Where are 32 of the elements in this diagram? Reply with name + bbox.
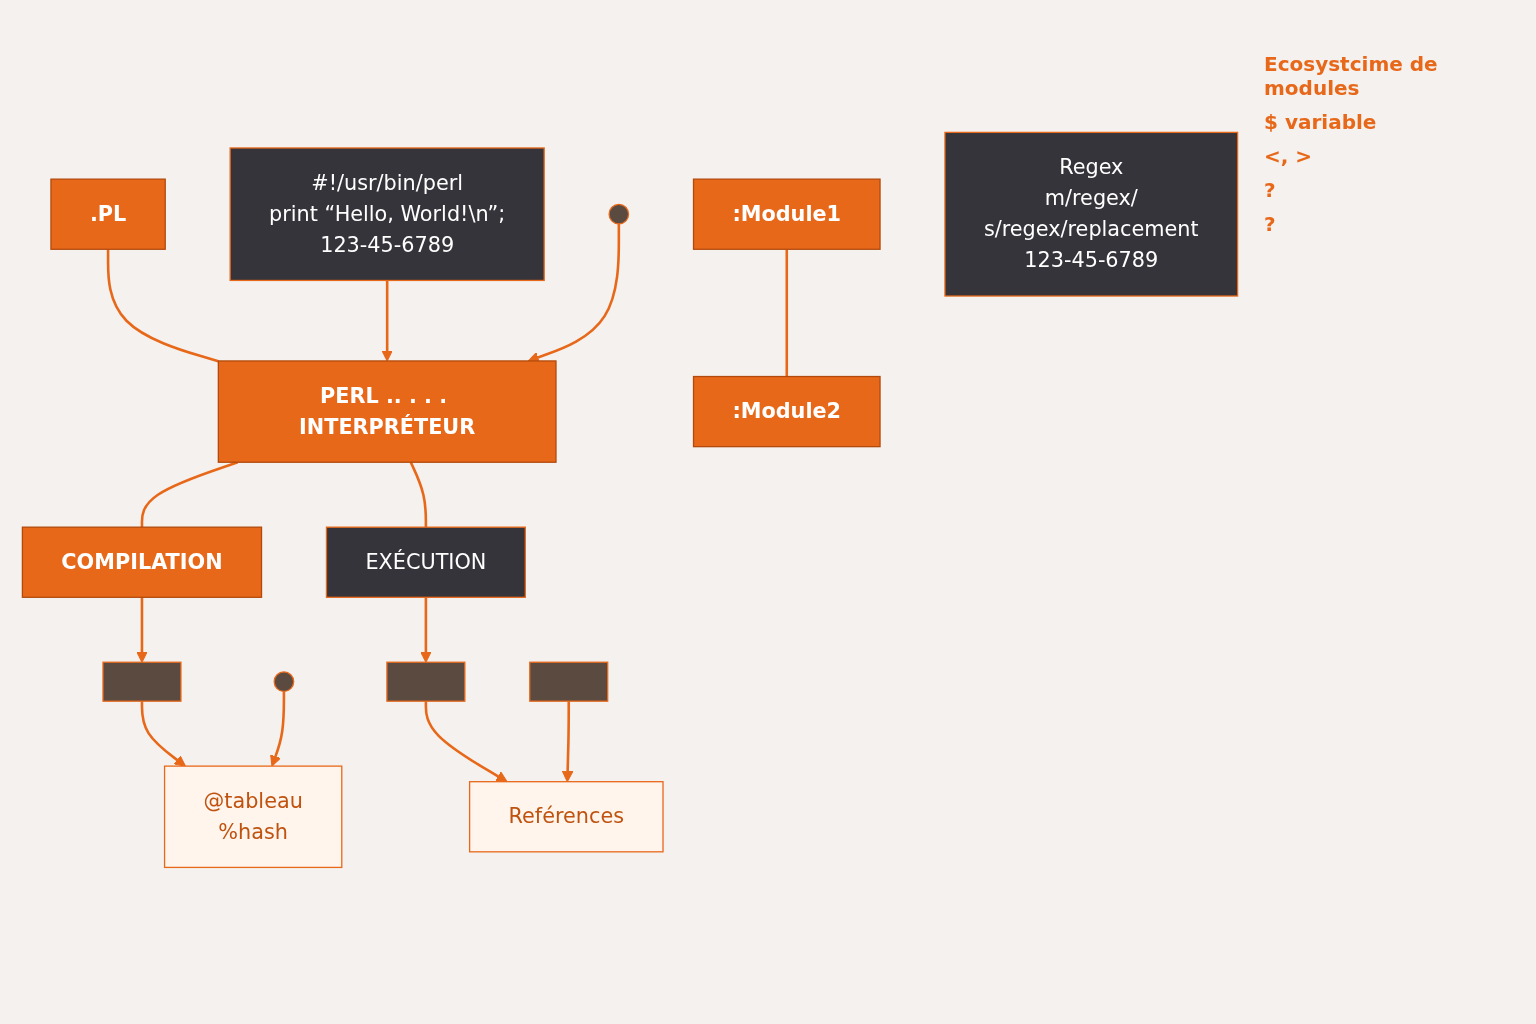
connector <box>785 249 789 377</box>
node-box <box>386 661 466 702</box>
arrow <box>561 701 574 783</box>
node-box: Regex m/regex/ s/regex/replacement 123-45-6789 <box>944 131 1239 297</box>
label-text: ? <box>1264 178 1276 202</box>
connector <box>409 461 428 528</box>
node-box: COMPILATION <box>21 526 263 599</box>
arrow <box>381 280 393 362</box>
node-box <box>102 661 182 702</box>
arrow <box>136 597 148 663</box>
node-box: EXÉCUTION <box>325 526 526 599</box>
arrow <box>424 701 508 783</box>
arrow <box>527 224 621 363</box>
node-box <box>529 661 609 702</box>
label-text: $ variable <box>1264 110 1377 134</box>
arrow <box>140 701 186 767</box>
node-box: #!/usr/bin/perl print “Hello, World!\n”; 123-45-6789 <box>229 147 545 282</box>
node-box: Reférences <box>469 781 664 853</box>
node-box: .PL <box>50 178 166 250</box>
node-circle <box>273 671 295 693</box>
node-box: @tableau %hash <box>163 765 343 869</box>
node-box: :Module2 <box>692 375 881 448</box>
node-box: PERL .. . . . INTERPRÉTEUR <box>217 360 557 463</box>
node-circle <box>608 203 630 225</box>
arrow <box>420 597 432 663</box>
node-box: :Module1 <box>692 178 881 250</box>
label-text: <, > <box>1264 144 1313 168</box>
connector <box>106 249 219 363</box>
label-text: Ecosystcime de modules <box>1264 52 1439 100</box>
connector <box>140 461 239 528</box>
label-text: ? <box>1264 212 1276 236</box>
arrow <box>270 691 286 767</box>
